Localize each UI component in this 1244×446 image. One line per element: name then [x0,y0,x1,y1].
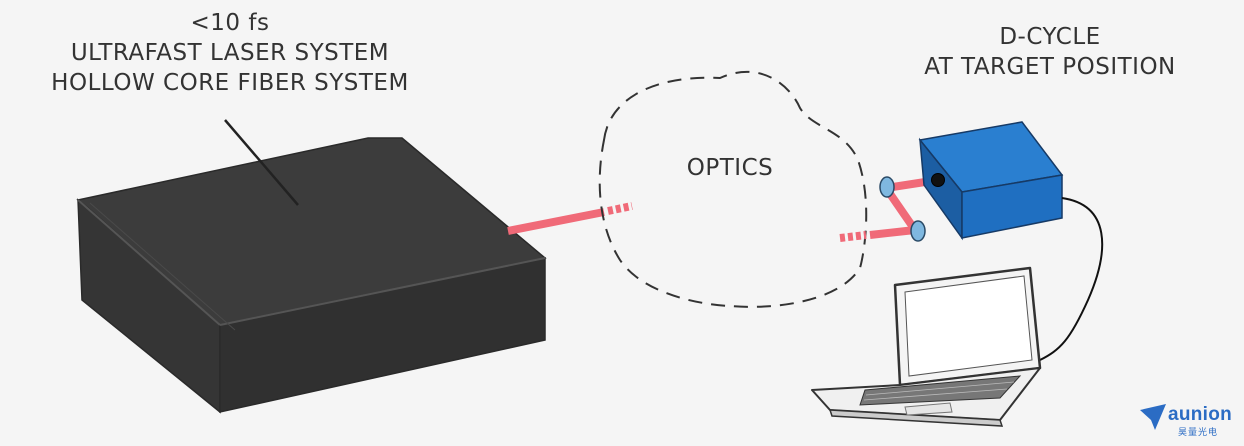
laser-pointer-line [224,119,299,206]
optics-dashed-boundary [598,70,868,308]
d-cycle-label-line2: AT TARGET POSITION [924,54,1176,80]
d-cycle-label-line1: D-CYCLE [999,24,1101,50]
paper-plane-icon [1140,404,1166,430]
laser-system-box [76,137,547,414]
brand-logo: aunion 昊量光电 [1138,404,1238,438]
laser-label-line2: ULTRAFAST LASER SYSTEM [70,40,390,66]
laser-system-label: <10 fs ULTRAFAST LASER SYSTEM HOLLOW COR… [0,8,460,98]
usb-cable [1039,197,1104,361]
d-cycle-label: D-CYCLE AT TARGET POSITION [880,22,1220,82]
laptop-icon [811,266,1042,427]
mirror-icon [879,176,926,242]
d-cycle-device [918,121,1064,241]
optics-label: OPTICS [686,155,774,181]
brand-name: aunion [1168,404,1233,425]
laser-beam-output [507,202,633,235]
laser-label-line1: <10 fs [190,10,270,36]
brand-subtitle: 昊量光电 [1178,428,1219,438]
laser-label-line3: HOLLOW CORE FIBER SYSTEM [51,70,409,96]
